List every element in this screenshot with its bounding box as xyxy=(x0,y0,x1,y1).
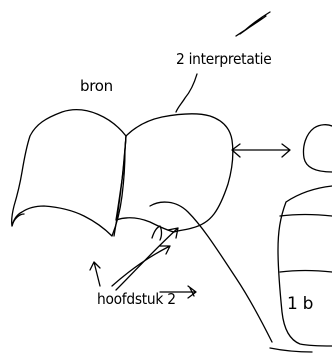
right-container xyxy=(278,186,332,346)
book-right-page xyxy=(116,114,233,232)
source-label: bron xyxy=(80,79,113,94)
interpretation-label: 2 interpretatie xyxy=(176,52,271,67)
container-label: 1 b xyxy=(287,296,313,313)
container-lower-line xyxy=(270,348,312,352)
chapter-arrow-2 xyxy=(112,246,170,286)
right-page-squiggle xyxy=(152,226,162,240)
interpretation-pointer-line xyxy=(176,74,197,112)
sweep-line xyxy=(150,202,272,342)
double-arrow xyxy=(232,144,290,157)
scribble-stroke xyxy=(236,12,270,36)
right-edge-shape xyxy=(303,125,332,172)
book-spine xyxy=(114,136,126,236)
chapter-arrow-1 xyxy=(90,262,100,286)
book-left-page xyxy=(12,110,126,236)
chapter-label: hoofdstuk 2 xyxy=(97,292,176,307)
container-band-top xyxy=(280,215,332,217)
chapter-arrow-3 xyxy=(116,228,178,290)
container-band-bottom xyxy=(280,271,332,273)
